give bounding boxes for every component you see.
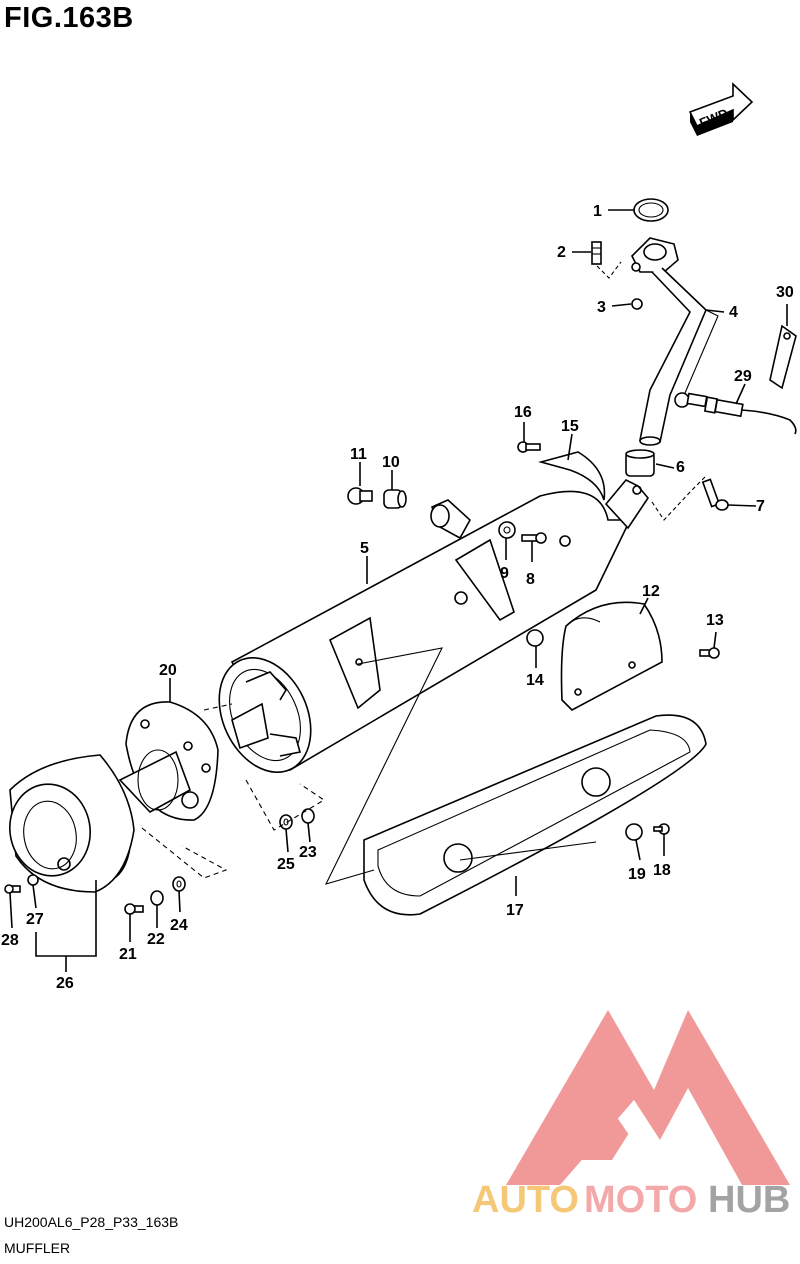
end-cap-20-part xyxy=(118,701,219,821)
fwd-arrow-icon: FWD xyxy=(688,82,754,136)
heat-shield-12-part xyxy=(560,601,663,711)
callout-30: 30 xyxy=(776,284,794,301)
callout-17: 17 xyxy=(506,902,524,919)
callout-21: 21 xyxy=(119,946,137,963)
leader-lines xyxy=(9,209,788,972)
callout-23: 23 xyxy=(299,844,317,861)
callout-27: 27 xyxy=(26,911,44,928)
screw-28-part xyxy=(4,884,21,894)
nut-part xyxy=(631,298,643,310)
exhaust-pipe-part xyxy=(631,237,719,446)
cap-14-part xyxy=(526,629,544,647)
callout-8: 8 xyxy=(526,571,535,588)
bolt-13-part xyxy=(699,647,720,659)
rubber-19-part xyxy=(625,823,643,841)
watermark-hub: HUB xyxy=(708,1179,790,1221)
bush-10-part xyxy=(383,489,407,509)
callout-5: 5 xyxy=(360,540,369,557)
callout-25: 25 xyxy=(277,856,295,873)
callout-2: 2 xyxy=(557,244,566,261)
callout-14: 14 xyxy=(526,672,544,689)
callout-9: 9 xyxy=(500,565,509,582)
sensor-clamp-part xyxy=(769,324,797,390)
damper-rubber-11-part xyxy=(347,487,373,505)
screw-21-part xyxy=(124,903,144,915)
callout-11: 11 xyxy=(350,446,367,463)
stud-bolt-part xyxy=(591,241,622,279)
callout-16: 16 xyxy=(514,404,532,421)
band-bracket-15-part xyxy=(537,451,606,501)
callout-4: 4 xyxy=(729,304,738,321)
bolt-16-part xyxy=(517,441,541,453)
callout-12: 12 xyxy=(642,583,660,600)
callout-28: 28 xyxy=(1,932,19,949)
watermark-logo: AUTO MOTO HUB xyxy=(472,1010,790,1221)
callout-10: 10 xyxy=(382,454,400,471)
callout-26: 26 xyxy=(56,975,74,992)
nut-23-part xyxy=(301,808,315,824)
callout-29: 29 xyxy=(734,368,752,385)
bolt-18-part xyxy=(653,823,670,835)
callout-20: 20 xyxy=(159,662,177,679)
oxygen-sensor-part xyxy=(686,392,797,435)
bolt-8-part xyxy=(521,532,547,544)
watermark-moto: MOTO xyxy=(584,1179,697,1221)
gasket-ring-part xyxy=(633,198,669,222)
collar-part xyxy=(430,499,472,540)
callout-15: 15 xyxy=(561,418,579,435)
figure-title: FIG.163B xyxy=(4,2,134,34)
callout-24: 24 xyxy=(170,917,188,934)
callout-7: 7 xyxy=(756,498,765,515)
tail-cover-26-part xyxy=(9,754,135,893)
model-code: UH200AL6_P28_P33_163B xyxy=(4,1214,179,1230)
callout-labels: 1 2 3 4 5 6 7 8 9 10 11 12 13 14 15 16 1… xyxy=(1,203,794,992)
washer-25-part xyxy=(279,814,293,830)
muffler-body-part xyxy=(218,479,649,774)
pipe-clamp-part xyxy=(625,449,655,477)
callout-1: 1 xyxy=(593,203,602,220)
callout-19: 19 xyxy=(628,866,646,883)
callout-18: 18 xyxy=(653,862,671,879)
callout-6: 6 xyxy=(676,459,685,476)
washer-27-part xyxy=(27,874,39,886)
section-name: MUFFLER xyxy=(4,1240,71,1256)
muffler-protector-17-part xyxy=(363,714,707,916)
washer-9-part xyxy=(498,521,516,539)
callout-22: 22 xyxy=(147,931,165,948)
watermark-auto: AUTO xyxy=(472,1179,579,1221)
washer-22-part xyxy=(150,890,164,906)
callout-13: 13 xyxy=(706,612,724,629)
washer-24-part xyxy=(172,876,186,892)
bolt-7-part xyxy=(651,475,729,521)
callout-3: 3 xyxy=(597,299,606,316)
